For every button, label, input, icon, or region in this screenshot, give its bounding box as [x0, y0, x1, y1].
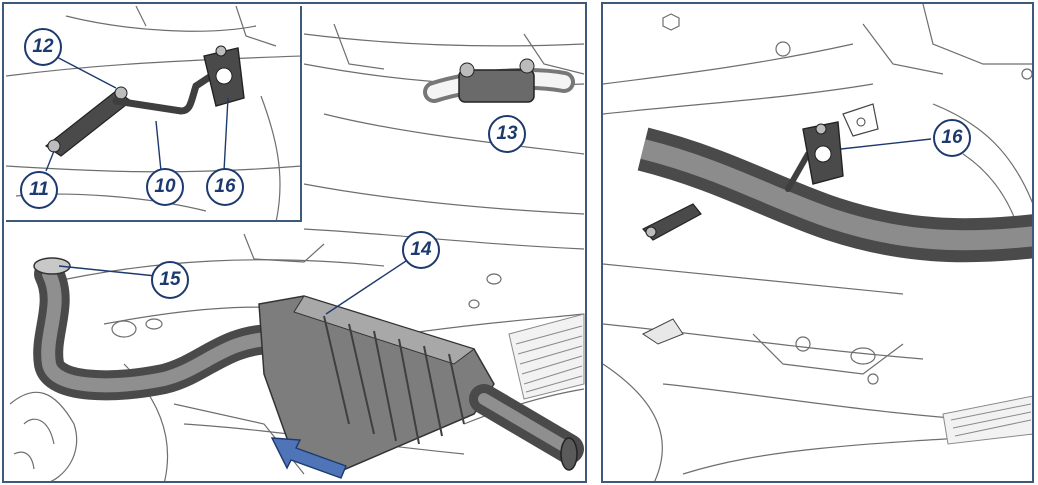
callout-16: 16 [933, 119, 971, 157]
callout-13: 13 [488, 115, 526, 153]
left-illustration-panel: 13 14 15 [2, 2, 587, 483]
detail-inset: 12 11 10 16 [6, 6, 302, 222]
right-line-art [603, 4, 1032, 481]
callout-14: 14 [402, 231, 440, 269]
callout-12: 12 [24, 28, 62, 66]
callout-10: 10 [146, 168, 184, 206]
left-line-art [9, 23, 585, 481]
callout-15: 15 [151, 261, 189, 299]
right-illustration-panel: 16 [601, 2, 1034, 483]
inset-line-art [6, 6, 300, 220]
callout-16-inset: 16 [206, 168, 244, 206]
callout-11: 11 [20, 171, 58, 209]
direction-arrow-icon [270, 437, 347, 479]
